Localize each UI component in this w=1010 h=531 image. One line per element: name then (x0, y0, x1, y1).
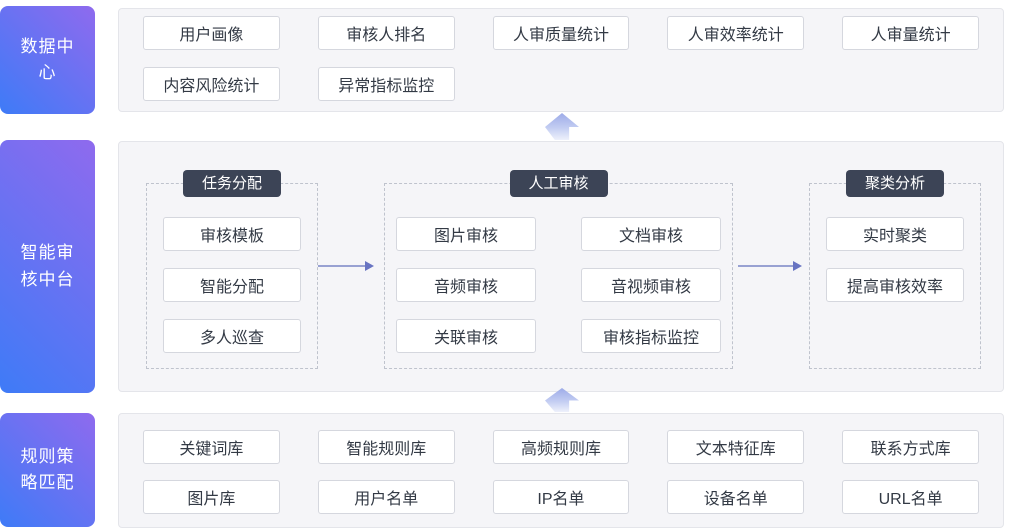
node-association-review: 关联审核 (396, 319, 536, 353)
node-user-portrait: 用户画像 (143, 16, 280, 50)
node-audio-video-review: 音视频审核 (581, 268, 721, 302)
right-arrow-icon (738, 261, 802, 271)
node-contact-method-library: 联系方式库 (842, 430, 979, 464)
node-smart-allocation: 智能分配 (163, 268, 301, 302)
node-abnormal-indicator-monitor: 异常指标监控 (317, 67, 455, 101)
node-review-indicator-monitor: 审核指标监控 (581, 319, 721, 353)
data-center-row-1: 用户画像 审核人排名 人审质量统计 人审效率统计 人审量统计 (143, 16, 979, 50)
node-reviewer-ranking: 审核人排名 (317, 16, 455, 50)
node-review-quality-stats: 人审质量统计 (492, 16, 630, 50)
node-content-risk-stats: 内容风险统计 (143, 67, 280, 101)
rule-match-row-1: 关键词库 智能规则库 高频规则库 文本特征库 联系方式库 (143, 430, 979, 464)
node-smart-rule-library: 智能规则库 (317, 430, 455, 464)
node-text-feature-library: 文本特征库 (667, 430, 805, 464)
group-task-allocation-items: 审核模板 智能分配 多人巡查 (147, 184, 317, 353)
group-task-allocation: 任务分配 审核模板 智能分配 多人巡查 (146, 170, 318, 369)
node-image-review: 图片审核 (396, 217, 536, 251)
sidebar-label-rule-match: 规则策略匹配 (0, 413, 95, 527)
node-audio-review: 音频审核 (396, 268, 536, 302)
section-review-platform: 任务分配 审核模板 智能分配 多人巡查 人工审核 图片审核 文档审核 音频审核 … (118, 141, 1004, 392)
node-keyword-library: 关键词库 (143, 430, 280, 464)
node-url-list: URL名单 (842, 480, 979, 514)
node-review-template: 审核模板 (163, 217, 301, 251)
node-device-list: 设备名单 (667, 480, 805, 514)
up-arrow-icon (545, 113, 579, 140)
group-title-badge: 任务分配 (182, 170, 282, 197)
node-review-efficiency-stats: 人审效率统计 (667, 16, 805, 50)
group-manual-review: 人工审核 图片审核 文档审核 音频审核 音视频审核 关联审核 审核指标监控 (384, 170, 733, 369)
section-data-center: 用户画像 审核人排名 人审质量统计 人审效率统计 人审量统计 内容风险统计 异常… (118, 8, 1004, 112)
group-manual-review-items: 图片审核 文档审核 音频审核 音视频审核 关联审核 审核指标监控 (385, 184, 732, 353)
group-cluster-analysis: 聚类分析 实时聚类 提高审核效率 (809, 170, 981, 369)
node-high-frequency-rule-library: 高频规则库 (492, 430, 630, 464)
node-review-volume-stats: 人审量统计 (842, 16, 979, 50)
group-title-badge: 人工审核 (509, 170, 608, 197)
node-improve-review-efficiency: 提高审核效率 (826, 268, 964, 302)
node-multi-person-patrol: 多人巡查 (163, 319, 301, 353)
sidebar-label-review-platform: 智能审核中台 (0, 140, 95, 393)
rule-match-row-2: 图片库 用户名单 IP名单 设备名单 URL名单 (143, 480, 979, 514)
node-user-list: 用户名单 (317, 480, 455, 514)
right-arrow-icon (318, 261, 374, 271)
sidebar-label-data-center: 数据中心 (0, 6, 95, 114)
group-cluster-analysis-items: 实时聚类 提高审核效率 (810, 184, 980, 302)
node-realtime-clustering: 实时聚类 (826, 217, 964, 251)
section-rule-match: 关键词库 智能规则库 高频规则库 文本特征库 联系方式库 图片库 用户名单 IP… (118, 413, 1004, 528)
node-ip-list: IP名单 (492, 480, 630, 514)
data-center-row-2: 内容风险统计 异常指标监控 (143, 67, 979, 101)
node-document-review: 文档审核 (581, 217, 721, 251)
group-title-badge: 聚类分析 (845, 170, 945, 197)
node-image-library: 图片库 (143, 480, 280, 514)
